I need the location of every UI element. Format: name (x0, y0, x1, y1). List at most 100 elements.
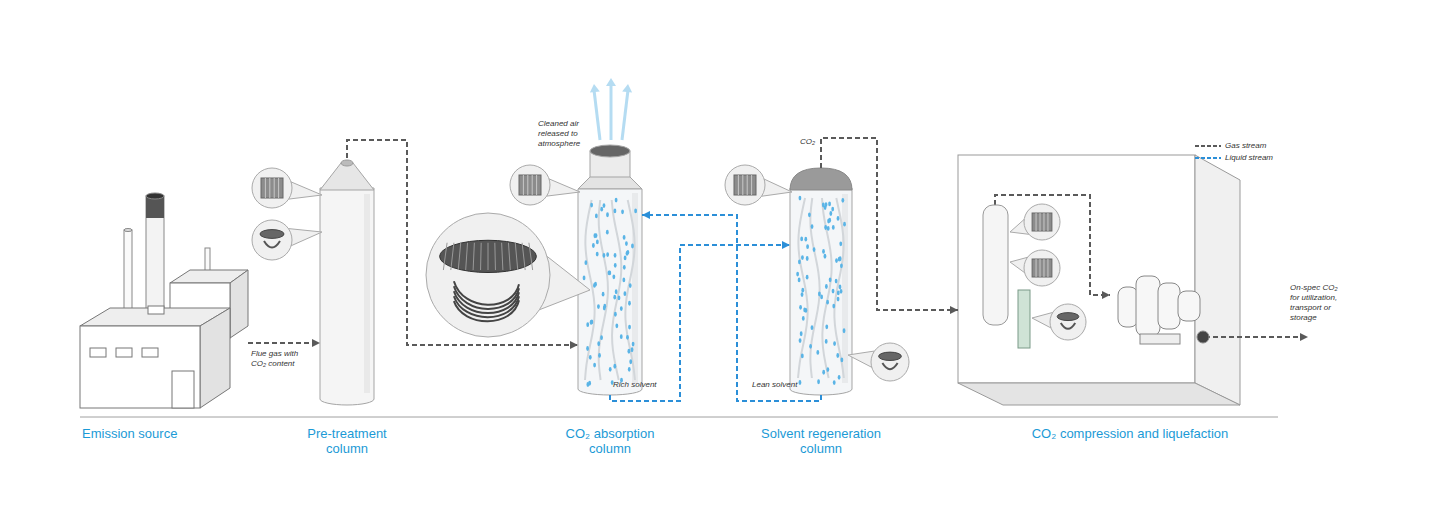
stage-heading: Emission source (82, 426, 242, 441)
callout-pointer (289, 182, 322, 199)
node-outline (790, 168, 852, 395)
distributor-line (451, 243, 454, 270)
legend-entry: Gas stream (1195, 141, 1266, 151)
column-shade (632, 193, 638, 383)
callout-pointer (547, 179, 580, 196)
legend-line (1195, 145, 1221, 147)
distributor-line (458, 243, 460, 270)
column-body (790, 188, 852, 395)
building-side (230, 270, 248, 338)
distributor-line (522, 243, 525, 270)
process-box: CO₂ compression and liquefaction (958, 155, 1195, 383)
stage-heading: CO₂ absorption column (550, 426, 670, 456)
air-arrow-head (606, 78, 616, 86)
column-cap (341, 160, 353, 166)
column-shade (364, 194, 370, 393)
air-arrow-head (622, 84, 632, 92)
packing-line (751, 175, 752, 195)
distributor-line (494, 243, 496, 270)
distributor-image (879, 352, 902, 360)
packing-image (734, 175, 756, 195)
product-outlet-line (1205, 336, 1308, 338)
gas-stream (248, 342, 320, 344)
column-body (578, 189, 642, 395)
node-outline (958, 155, 1195, 383)
column-dome (790, 168, 852, 190)
packing-image (519, 175, 541, 195)
annotation-note: On-spec CO₂ for utilization, transport o… (1290, 283, 1347, 323)
housing-side (1195, 155, 1240, 405)
distributor-line (488, 243, 489, 270)
distributor-pipe (264, 241, 280, 248)
distributor-pipe (882, 363, 897, 369)
legend-entry: Liquid stream (1195, 153, 1273, 163)
roof-unit (148, 306, 164, 314)
air-arrow (610, 84, 613, 140)
packing-line (274, 178, 275, 198)
distributor-pipe (454, 281, 519, 305)
packing-line (269, 178, 270, 198)
node-outline (578, 145, 642, 395)
gas-stream (347, 140, 578, 345)
distributor-image (260, 230, 284, 239)
column-shoulder (578, 177, 642, 189)
callout-lens (510, 165, 550, 205)
housing-bottom (958, 383, 1240, 405)
legend-text: Gas stream (1225, 141, 1266, 151)
distributor-line (466, 243, 468, 270)
packing-image (261, 178, 283, 198)
distributor-pipe (454, 286, 519, 309)
packing-line (523, 175, 524, 195)
building-front (80, 326, 200, 408)
annotation-note: Cleaned air released to atmosphere (538, 119, 586, 149)
baseline-rule (80, 417, 1278, 418)
callout-lens (252, 220, 292, 260)
callout-lens (252, 168, 292, 208)
node-outline (320, 158, 374, 405)
packing-line (742, 175, 743, 195)
legend-sample (1195, 142, 1221, 150)
flow-label: CO₂ (800, 137, 820, 147)
packing-line (278, 178, 279, 198)
air-arrow-head (590, 84, 600, 92)
callout-pointer (288, 229, 322, 246)
column-cone (320, 163, 374, 190)
emission-source: Emission source (80, 188, 248, 408)
air-arrow (594, 90, 600, 140)
node-outline (80, 188, 248, 408)
distributor-line (529, 243, 533, 270)
chimney-top (146, 193, 164, 199)
flow-label: Rich solvent (613, 380, 663, 390)
distributor-pipe (454, 291, 519, 313)
packing-line (527, 175, 528, 195)
process-column: Pre-treatment column (320, 158, 374, 405)
legend-line (1195, 157, 1221, 159)
compressor-outlet (1197, 331, 1209, 343)
stage-heading: Pre-treatment column (292, 426, 402, 456)
chimney (146, 196, 164, 316)
distributor-line (508, 243, 510, 270)
legend-sample (1195, 154, 1221, 162)
distributor-line (502, 243, 503, 270)
window (142, 348, 158, 357)
distributor-pipe (454, 296, 519, 317)
packing-line (265, 178, 266, 198)
stack-opening (590, 145, 630, 157)
distributor-line (515, 243, 517, 270)
window (90, 348, 106, 357)
stage-heading: CO₂ compression and liquefaction (1020, 426, 1240, 441)
callout-lens (725, 165, 765, 205)
process-column: CO₂ absorption column (578, 145, 642, 395)
door (172, 371, 194, 408)
packing-line (738, 175, 739, 195)
flow-label: Flue gas with CO₂ content (251, 349, 311, 369)
distributor-line (480, 243, 482, 270)
process-column: Solvent regeneration column (790, 168, 852, 395)
distributor-pipe (454, 300, 519, 321)
packing-line (532, 175, 533, 195)
building-side (200, 308, 230, 408)
column-shade (842, 194, 848, 383)
legend-text: Liquid stream (1225, 153, 1273, 163)
packing-line (747, 175, 748, 195)
